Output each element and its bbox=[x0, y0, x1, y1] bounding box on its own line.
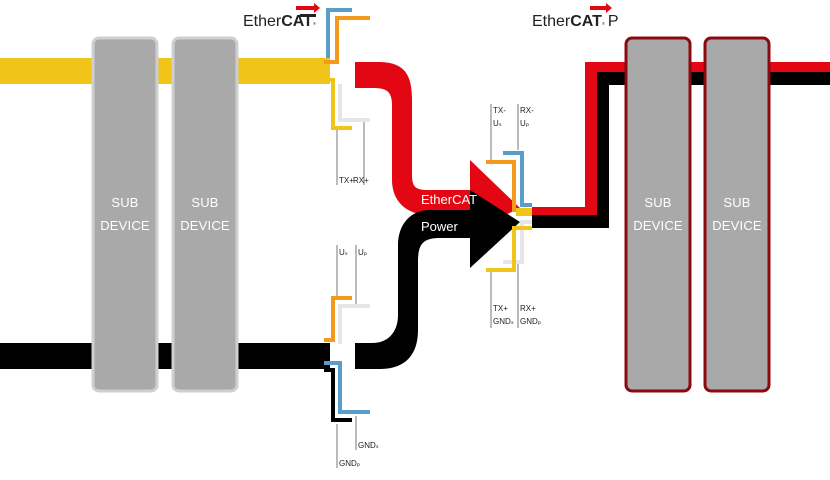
logo-brand: CAT bbox=[281, 13, 313, 30]
power-arrow bbox=[355, 190, 520, 369]
device-label-line2: DEVICE bbox=[712, 218, 762, 233]
svg-text:EtherCAT®P: EtherCAT®P bbox=[532, 13, 619, 30]
logo-prefix: Ether bbox=[243, 13, 282, 30]
ethercat-logo: EtherCAT® bbox=[243, 3, 320, 30]
device-label-line2: DEVICE bbox=[633, 218, 683, 233]
logo-suffix: P bbox=[608, 13, 619, 30]
device-label-line1: SUB bbox=[111, 195, 138, 210]
logo-reg: ® bbox=[602, 21, 605, 26]
label-center-rx-plus: RX+ bbox=[520, 304, 536, 313]
label-gnd-s: GNDₛ bbox=[358, 441, 379, 450]
yellow-ethercat-cable bbox=[0, 58, 330, 84]
device-label-line2: DEVICE bbox=[180, 218, 230, 233]
black-power-cable bbox=[0, 343, 330, 369]
label-tx-plus: TX+ bbox=[339, 176, 354, 185]
right-black-cable bbox=[532, 72, 830, 228]
logo-arrow-icon bbox=[590, 3, 612, 13]
bottom-left-connector: Uₛ Uₚ GNDₛ GNDₚ bbox=[324, 245, 379, 468]
logo-arrow-icon bbox=[296, 3, 320, 13]
top-left-connector: TX+ RX+ bbox=[324, 8, 370, 185]
right-sub-device-2: SUB DEVICE bbox=[703, 36, 771, 393]
ethercat-arrow-label: EtherCAT bbox=[421, 192, 477, 207]
label-center-gnd-s: GNDₛ bbox=[493, 317, 514, 326]
label-tx-minus: TX- bbox=[493, 106, 506, 115]
label-center-tx-plus: TX+ bbox=[493, 304, 508, 313]
ethercat-arrow bbox=[355, 62, 520, 232]
svg-text:EtherCAT®: EtherCAT® bbox=[243, 13, 316, 30]
label-rx-minus: RX- bbox=[520, 106, 534, 115]
device-label-line1: SUB bbox=[723, 195, 750, 210]
device-label-line1: SUB bbox=[644, 195, 671, 210]
label-center-us: Uₛ bbox=[493, 119, 502, 128]
logo-prefix: Ether bbox=[532, 13, 571, 30]
left-sub-device-2: SUB DEVICE bbox=[171, 36, 239, 393]
label-rx-plus: RX+ bbox=[353, 176, 369, 185]
label-up: Uₚ bbox=[358, 248, 367, 257]
device-label-line1: SUB bbox=[191, 195, 218, 210]
right-red-cable bbox=[532, 62, 830, 215]
label-center-up: Uₚ bbox=[520, 119, 529, 128]
logo-reg: ® bbox=[313, 21, 316, 26]
power-arrow-label: Power bbox=[421, 219, 459, 234]
right-sub-device-1: SUB DEVICE bbox=[624, 36, 692, 393]
label-us: Uₛ bbox=[339, 248, 348, 257]
ethercat-p-logo: EtherCAT®P bbox=[532, 3, 619, 30]
label-center-gnd-p: GNDₚ bbox=[520, 317, 541, 326]
center-connector: TX- Uₛ RX- Uₚ TX+ GNDₛ RX+ GNDₚ bbox=[486, 104, 541, 328]
logo-brand: CAT bbox=[570, 13, 602, 30]
left-sub-device-1: SUB DEVICE bbox=[91, 36, 159, 393]
device-label-line2: DEVICE bbox=[100, 218, 150, 233]
label-gnd-p: GNDₚ bbox=[339, 459, 360, 468]
